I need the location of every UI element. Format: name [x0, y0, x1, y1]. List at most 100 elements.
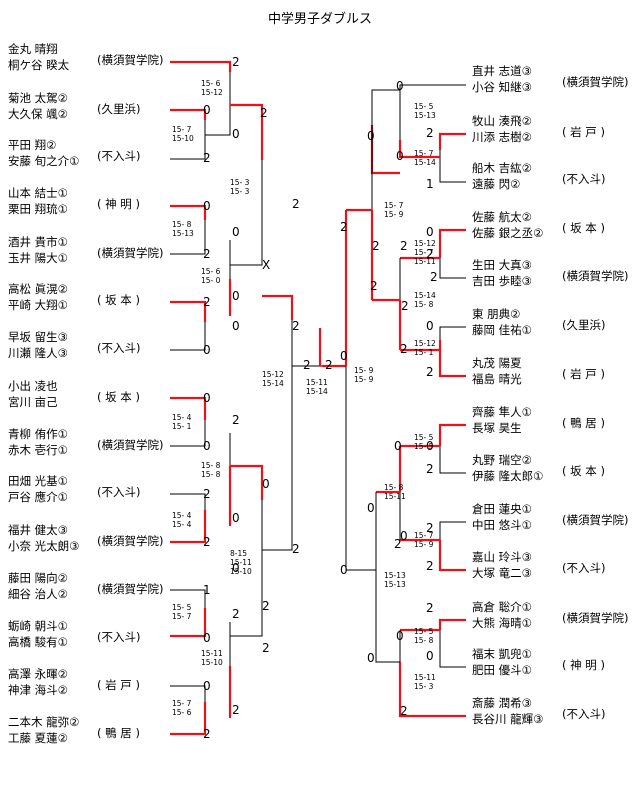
set-score: 15- 4	[172, 520, 192, 529]
school-name: (久里浜)	[562, 318, 605, 332]
game-point: 2	[400, 342, 408, 356]
set-score: 15- 6	[201, 79, 221, 88]
bracket-line	[170, 420, 206, 447]
school-name: (横須賀学院)	[97, 438, 163, 452]
set-score: 15- 8	[384, 483, 404, 492]
school-name: (不入斗)	[562, 172, 605, 186]
game-point: 2	[426, 462, 434, 476]
winner-line	[170, 510, 207, 544]
bracket-line	[399, 84, 466, 140]
set-score: 15-11	[414, 673, 436, 682]
game-point: 2	[400, 239, 408, 253]
game-point: 0	[394, 439, 402, 453]
set-score: 15- 8	[201, 470, 221, 479]
game-point: 0	[367, 501, 375, 515]
set-score: 15-13	[384, 571, 406, 580]
game-point: 0	[396, 79, 404, 93]
game-point: 0	[400, 529, 408, 543]
game-point: 0	[232, 225, 240, 239]
set-score: 15- 5	[414, 442, 434, 451]
set-score: 15- 8	[414, 636, 434, 645]
game-point: 2	[426, 247, 434, 261]
player-name: 嘉山 玲斗③	[472, 550, 532, 564]
game-point: 2	[426, 559, 434, 573]
winner-line	[438, 132, 466, 150]
game-point: 0	[232, 289, 240, 303]
game-point: 0	[367, 129, 375, 143]
bracket-line	[439, 521, 466, 540]
player-name: 高松 眞滉②	[8, 282, 68, 296]
player-name: 長谷川 龍輝③	[472, 712, 543, 726]
set-score: 15- 7	[414, 149, 434, 158]
player-name: 大塚 竜二③	[472, 566, 532, 580]
winner-line	[230, 103, 264, 160]
set-score: 15-13	[384, 580, 406, 589]
set-score: 15- 1	[172, 422, 192, 431]
game-point: 2	[394, 537, 402, 551]
game-point: 0	[426, 439, 434, 453]
winner-line	[170, 108, 207, 120]
game-point: 0	[232, 561, 240, 575]
game-point: 2	[262, 599, 270, 613]
bracket-line	[439, 630, 466, 668]
player-name: 赤木 壱行①	[8, 443, 68, 457]
set-score: 15- 0	[201, 276, 221, 285]
player-name: 戸谷 應介①	[8, 490, 68, 504]
game-point: 0	[203, 343, 211, 357]
player-name: 小出 凌也	[8, 379, 58, 393]
game-point: 2	[232, 55, 240, 69]
player-name: 山本 結士①	[8, 186, 68, 200]
school-name: (横須賀学院)	[97, 246, 163, 260]
winner-line	[170, 300, 207, 322]
player-name: 川瀬 隆人③	[8, 346, 68, 360]
winner-line	[438, 228, 466, 258]
bracket-line	[170, 493, 206, 510]
game-point: 0	[426, 649, 434, 663]
game-point: 2	[426, 601, 434, 615]
set-score: 15-13	[414, 111, 436, 120]
game-point: 0	[340, 349, 348, 363]
player-name: 安藤 旬之介①	[8, 154, 79, 168]
player-name: 佐藤 銀之丞②	[472, 226, 543, 240]
game-point: 2	[203, 535, 211, 549]
bracket-line	[439, 326, 466, 340]
set-score: 15- 5	[414, 102, 434, 111]
game-point: 2	[340, 220, 348, 234]
set-score: 15-11	[384, 492, 406, 501]
winner-line	[170, 608, 207, 638]
winner-line	[398, 140, 440, 159]
player-name: 斎藤 潤希③	[472, 696, 532, 710]
winner-line	[170, 60, 232, 72]
game-point: 2	[426, 521, 434, 535]
player-name: 丸野 瑞空②	[472, 453, 532, 467]
player-name: 神津 海斗②	[8, 683, 68, 697]
bracket-line	[439, 258, 466, 279]
player-name: 工藤 夏蓮②	[8, 731, 68, 745]
bracket-line	[439, 150, 466, 183]
game-point: 0	[203, 199, 211, 213]
set-score: 15- 6	[201, 267, 221, 276]
bracket-line	[170, 589, 206, 608]
game-point: 0	[203, 391, 211, 405]
school-name: (横須賀学院)	[562, 75, 628, 89]
school-name: (横須賀学院)	[562, 611, 628, 625]
school-name: ( 神 明 )	[562, 658, 605, 672]
set-score: 15-11	[230, 558, 252, 567]
player-name: 中田 悠斗①	[472, 518, 532, 532]
game-point: 2	[203, 487, 211, 501]
set-score: 15-12	[262, 370, 284, 379]
set-score: 15- 7	[384, 201, 404, 210]
school-name: ( 岩 戸 )	[562, 367, 605, 381]
game-point: 2	[430, 270, 438, 284]
set-score: 15-11	[201, 649, 223, 658]
set-score: 15-14	[306, 387, 328, 396]
set-score: 15- 9	[354, 375, 374, 384]
game-point: 0	[396, 149, 404, 163]
bracket-line	[371, 89, 400, 125]
set-score: 15-14	[262, 379, 284, 388]
set-score: 15- 1	[414, 348, 434, 357]
player-name: 福島 晴光	[472, 372, 522, 386]
game-point: 2	[203, 247, 211, 261]
player-name: 牧山 湊飛②	[472, 114, 532, 128]
